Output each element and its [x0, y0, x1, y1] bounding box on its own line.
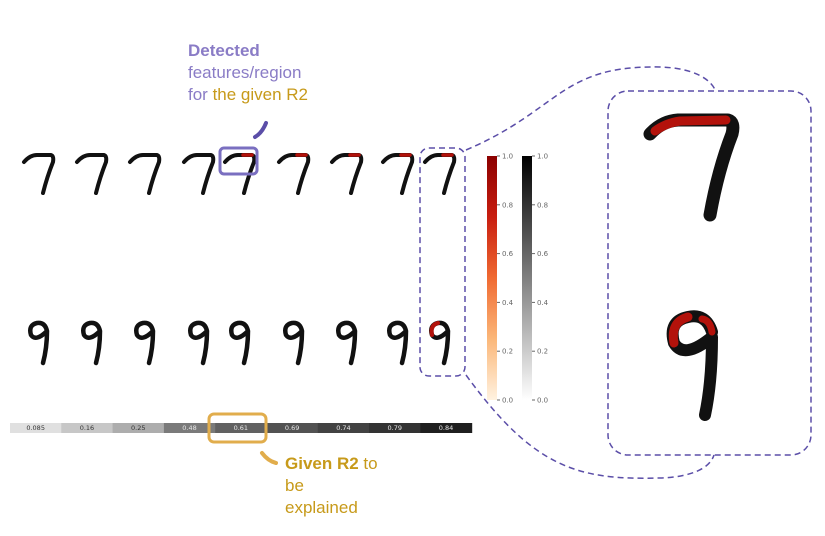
zoom-connector-bottom — [465, 374, 715, 479]
r2-value-label: 0.16 — [80, 424, 94, 432]
gray-colorbar-ticks: 1.0 0.8 0.6 0.4 0.2 0.0 — [532, 153, 549, 405]
given-r2-annotation-line3: explained — [285, 498, 358, 517]
selected-r2-box — [207, 412, 268, 444]
r2-value-label: 0.48 — [182, 424, 196, 432]
zoomed-nine — [666, 310, 718, 421]
digit-seven-2 — [75, 153, 109, 195]
r2-value-label: 0.085 — [26, 424, 45, 432]
digit-seven-9 — [423, 153, 457, 195]
heat-colorbar-gradient — [487, 156, 497, 400]
r2-value-label: 0.25 — [131, 424, 145, 432]
gray-colorbar: 1.0 0.8 0.6 0.4 0.2 0.0 — [522, 153, 549, 405]
given-r2-annotation-rest: to — [358, 454, 378, 473]
r2-cell — [215, 423, 267, 433]
detected-pointer — [253, 121, 268, 139]
r2-cell — [163, 423, 216, 433]
digit-seven-3 — [128, 153, 162, 195]
given-r2-annotation-bold: Given R2 — [285, 454, 359, 473]
r2-cell — [317, 423, 370, 433]
heat-colorbar-tick-label: 0.2 — [502, 348, 513, 356]
gray-colorbar-tick-label: 0.0 — [537, 397, 548, 405]
digit-nine-5 — [229, 320, 251, 366]
gray-colorbar-tick-label: 0.6 — [537, 250, 549, 258]
digit-seven-8 — [381, 153, 415, 195]
gray-colorbar-tick-label: 0.8 — [537, 201, 548, 209]
r2-cell — [61, 423, 114, 433]
gray-colorbar-gradient — [522, 156, 532, 400]
gray-colorbar-tick-label: 0.4 — [537, 299, 549, 307]
r2-value-label: 0.79 — [388, 424, 402, 432]
r2-cell — [112, 423, 165, 433]
digit-seven-4 — [182, 153, 216, 195]
last-column-dashed-box — [419, 147, 466, 377]
r2-cell — [369, 423, 421, 433]
heat-colorbar-tick-label: 0.8 — [502, 201, 513, 209]
r2-cell — [266, 423, 319, 433]
heat-colorbar-tick-label: 0.6 — [502, 250, 514, 258]
zoomed-seven — [643, 113, 740, 222]
digit-nine-6 — [283, 320, 305, 366]
r2-value-label: 0.84 — [439, 424, 453, 432]
digit-seven-7 — [330, 153, 364, 195]
detected-annotation-line2: features/region — [188, 63, 302, 82]
zoom-connector-top — [465, 66, 717, 151]
zoom-panel — [607, 90, 812, 456]
digit-nine-7 — [336, 320, 358, 366]
digit-nine-8 — [387, 320, 409, 366]
digit-nine-9 — [429, 320, 451, 366]
digit-row-seven — [22, 153, 457, 195]
r2-cell — [10, 423, 62, 433]
digit-seven-6 — [277, 153, 311, 195]
digit-row-nine — [28, 320, 451, 366]
heat-colorbar: 1.0 0.8 0.6 0.4 0.2 0.0 — [487, 153, 514, 405]
digit-seven-1 — [22, 153, 56, 195]
heat-colorbar-tick-label: 1.0 — [502, 153, 513, 161]
detected-annotation-line3: for the given R2 — [188, 84, 308, 106]
digit-seven-5 — [223, 153, 257, 195]
digit-nine-1 — [28, 320, 50, 366]
r2-value-strip: 0.085 0.16 0.25 0.48 0.61 0.69 0.74 0.79 0.84 — [10, 423, 473, 433]
r2-value-label: 0.69 — [285, 424, 299, 432]
heat-colorbar-ticks: 1.0 0.8 0.6 0.4 0.2 0.0 — [497, 153, 514, 405]
given-r2-annotation: Given R2 to be explained — [285, 453, 378, 519]
r2-value-label: 0.61 — [234, 424, 248, 432]
heat-colorbar-tick-label: 0.4 — [502, 299, 514, 307]
gray-colorbar-tick-label: 1.0 — [537, 153, 548, 161]
digit-nine-2 — [81, 320, 103, 366]
detected-annotation-highlight: the given R2 — [212, 85, 309, 104]
detected-region-box — [218, 146, 259, 176]
gray-colorbar-tick-label: 0.2 — [537, 348, 548, 356]
r2-cell — [420, 423, 473, 433]
digit-nine-3 — [134, 320, 156, 366]
detected-annotation-prefix: for — [188, 85, 213, 104]
detected-annotation-title: Detected — [188, 41, 260, 60]
digit-nine-4 — [188, 320, 210, 366]
r2-value-label: 0.74 — [336, 424, 350, 432]
given-r2-annotation-line2: be — [285, 476, 304, 495]
given-r2-annotation-line1: Given R2 to — [285, 453, 378, 475]
detected-annotation: Detected features/region for the given R… — [188, 40, 308, 106]
given-r2-pointer — [260, 451, 278, 465]
heat-colorbar-tick-label: 0.0 — [502, 397, 513, 405]
